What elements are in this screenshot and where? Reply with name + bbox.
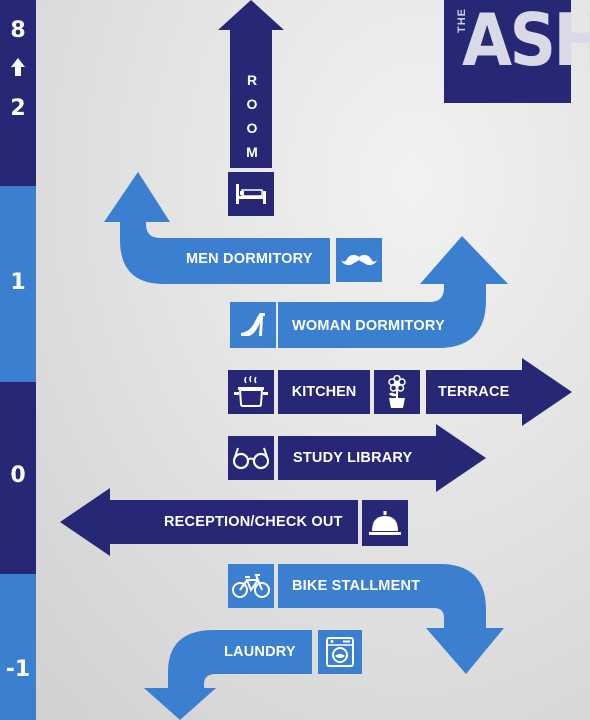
up-arrow-icon (0, 56, 36, 84)
floor-label-2: 2 (10, 96, 26, 121)
rooms-letter-o2: O (246, 120, 258, 136)
reception-arrow (60, 488, 358, 556)
service-bell-icon (362, 500, 408, 546)
men-dormitory-arrow (104, 172, 330, 284)
men-dormitory-label: MEN DORMITORY (186, 251, 313, 267)
cooking-pot-icon (228, 370, 274, 414)
woman-dormitory-label: WOMAN DORMITORY (292, 318, 445, 334)
bike-stallment-arrow (278, 564, 504, 674)
laundry-label: LAUNDRY (224, 644, 296, 660)
bed-icon (228, 172, 274, 216)
washing-machine-icon (318, 630, 362, 674)
rooms-letter-r: R (246, 72, 258, 88)
rooms-arrow (218, 0, 284, 168)
study-library-arrow (278, 424, 486, 492)
flower-pot-icon (374, 370, 420, 414)
floor-segment-0 (0, 382, 36, 574)
bicycle-icon (228, 564, 274, 608)
reception-label: RECEPTION/CHECK OUT (164, 514, 343, 530)
study-library-label: STUDY LIBRARY (293, 450, 413, 466)
floor-label-8: 8 (10, 18, 26, 43)
woman-dormitory-arrow (278, 236, 508, 348)
terrace-arrow (426, 358, 572, 426)
floor-label-1: 1 (10, 270, 26, 295)
floor-label-minus-1: -1 (5, 657, 31, 682)
kitchen-label-box: KITCHEN (278, 370, 370, 414)
floor-segment-2-8 (0, 0, 36, 186)
mustache-icon (336, 238, 382, 282)
floor-indicator-bar: 8 2 1 0 -1 (0, 0, 36, 720)
floor-segment-minus-1 (0, 574, 36, 720)
kitchen-label: KITCHEN (291, 384, 357, 400)
floor-label-0: 0 (10, 463, 26, 488)
the-ash-logo: THE ASH (444, 0, 590, 103)
high-heel-icon (230, 302, 276, 348)
rooms-letter-m: M (246, 144, 258, 160)
bike-stallment-label: BIKE STALLMENT (292, 578, 421, 594)
glasses-icon (228, 436, 274, 480)
laundry-arrow (144, 630, 312, 720)
terrace-label: TERRACE (438, 384, 510, 400)
floor-segment-1 (0, 186, 36, 382)
rooms-letter-o1: O (246, 96, 258, 112)
logo-ash-text: ASH (462, 0, 590, 82)
